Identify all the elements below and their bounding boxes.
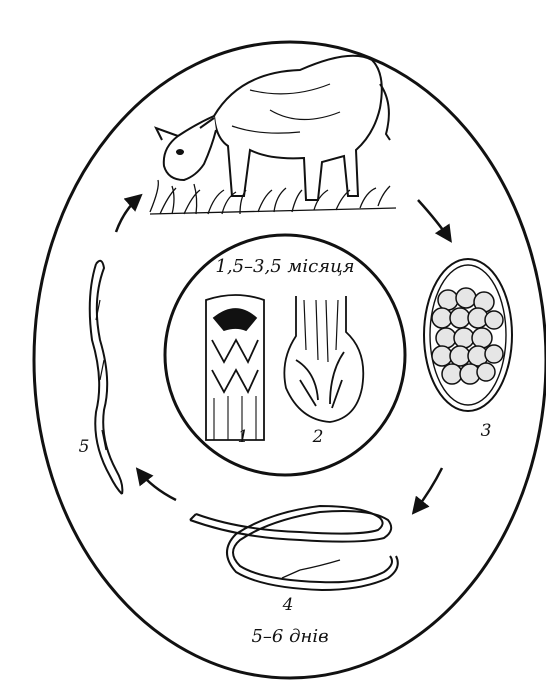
- label-2: 2: [312, 427, 324, 447]
- larva-duration: 5–6 днів: [251, 626, 328, 647]
- label-1: 1: [238, 427, 249, 447]
- larva-illustration: [190, 506, 398, 590]
- label-4: 4: [282, 595, 294, 615]
- label-5: 5: [79, 437, 90, 457]
- arrow-infective-to-cow: [116, 196, 140, 232]
- arrow-larva-to-infective: [138, 470, 176, 500]
- egg-illustration: [424, 259, 512, 411]
- adult-stage-duration: 1,5–3,5 місяця: [215, 256, 354, 277]
- cow-illustration: [156, 56, 390, 200]
- infective-larva-illustration: [90, 261, 123, 494]
- label-3: 3: [481, 421, 492, 441]
- arrow-egg-to-larva: [414, 468, 442, 512]
- grass-illustration: [150, 180, 396, 214]
- arrow-cow-to-egg: [418, 200, 450, 240]
- adult-worm-head-illustration: [206, 295, 264, 440]
- adult-worm-tail-illustration: [284, 296, 363, 422]
